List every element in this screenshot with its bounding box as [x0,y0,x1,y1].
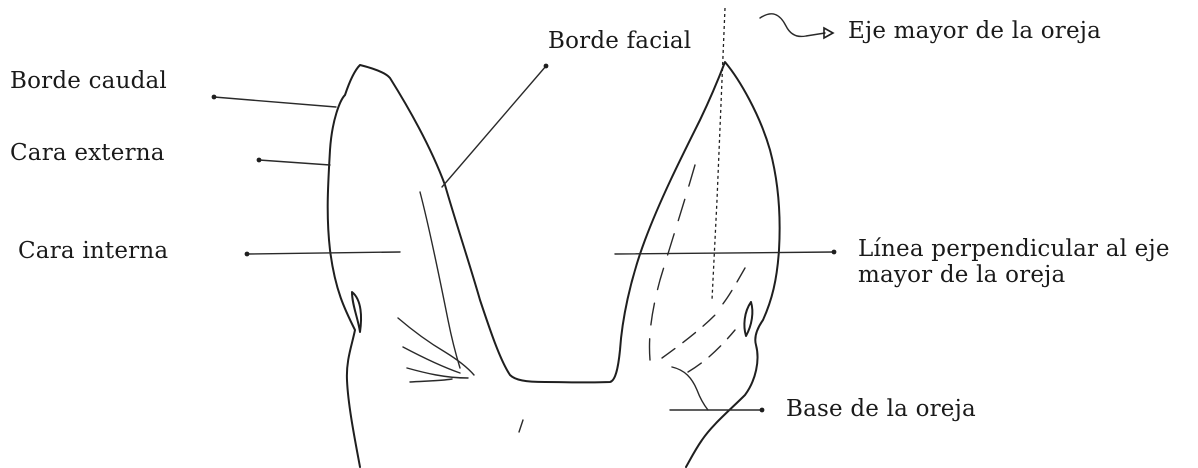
label-cara-externa: Cara externa [10,140,165,166]
stray-mark [519,420,523,432]
cara-externa-dot [257,158,262,163]
left-ear-outline [328,62,780,467]
perpendicular-dot [832,250,837,255]
borde-caudal-leader [214,97,336,107]
right-inner-dashed [649,165,695,360]
base-oreja-dot [760,408,765,413]
perpendicular-line [615,252,834,254]
left-base-scribbles [398,318,474,382]
right-base-curve [672,367,708,410]
major-axis-line [712,8,725,300]
borde-facial-dot [544,64,549,69]
label-linea-perpendicular-1: Línea perpendicular al eje [858,236,1170,262]
label-base-oreja: Base de la oreja [786,396,976,422]
eje-mayor-arrow [760,14,825,37]
right-base-dashed [662,268,745,372]
label-linea-perpendicular-2: mayor de la oreja [858,262,1065,288]
cara-interna-leader [247,252,400,254]
right-ear-notch [744,302,752,336]
label-cara-interna: Cara interna [18,238,168,264]
cara-interna-dot [245,252,250,257]
cara-externa-leader [259,160,330,165]
label-eje-mayor: Eje mayor de la oreja [848,18,1101,44]
label-borde-caudal: Borde caudal [10,68,167,94]
borde-facial-leader [442,66,546,187]
label-borde-facial: Borde facial [548,28,691,54]
borde-caudal-dot [212,95,217,100]
